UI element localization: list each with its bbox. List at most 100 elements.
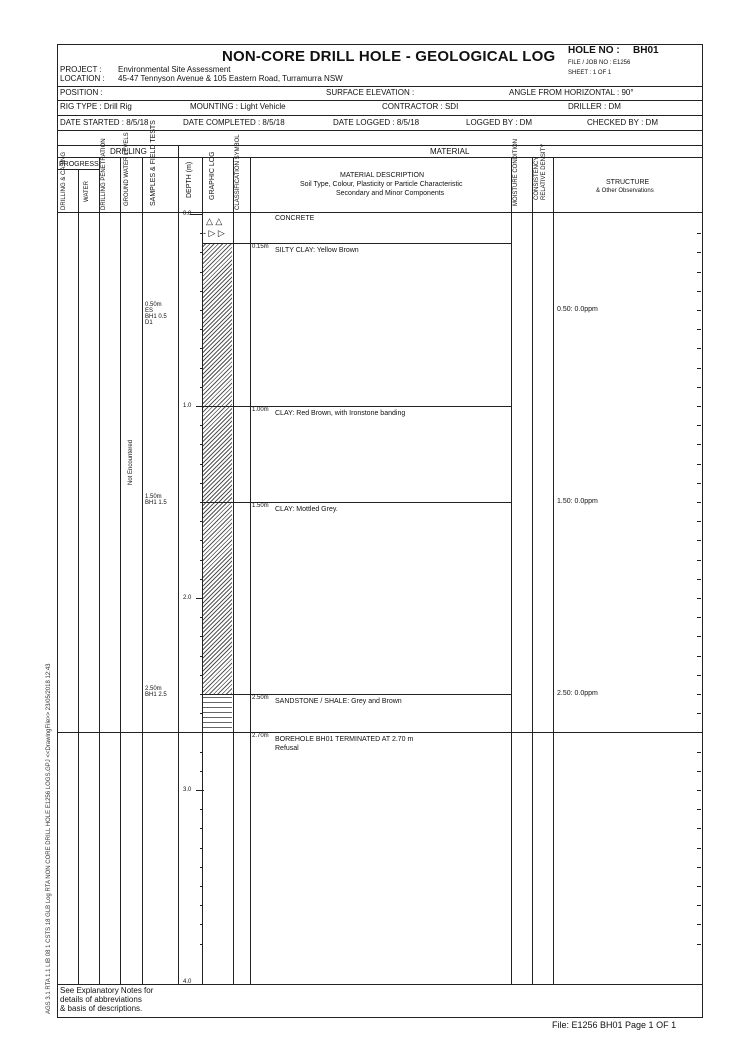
clay-graphic-hatch [203,242,232,694]
depth-minor-tick [200,751,203,753]
depth-major-tick [196,598,204,599]
structure-scale-tick [697,790,701,791]
structure-scale-tick [697,866,701,868]
depth-minor-tick [200,290,203,292]
depth-minor-tick [200,521,203,523]
structure-scale-tick [697,252,701,254]
material-description-heading: MATERIAL DESCRIPTION [340,172,425,179]
structure-scale-tick [697,233,701,235]
concrete-graphic: △ △- ▷ ▷ [203,216,225,238]
depth-minor-tick [200,502,203,503]
depth-minor-tick [200,425,203,427]
explanatory-notes-2: details of abbreviations [60,995,142,1004]
hole-label: HOLE NO : [568,45,620,56]
layer-boundary [202,694,511,695]
structure-scale-tick [697,598,701,599]
date-started-field: DATE STARTED : 8/5/18 [60,118,149,127]
side-file-path: AGS 3.1 RTA 1.1 LIB 08 1 CSTS 18 GLB Log… [46,663,52,1014]
logged-by-field: LOGGED BY : DM [466,118,533,127]
depth-major-tick [196,790,204,791]
structure-observation: 1.50: 0.0ppm [557,498,598,505]
log-sheet [57,44,703,1018]
structure-scale-tick [697,713,701,715]
sample-depth: 1.50m [145,494,162,500]
depth-minor-tick [200,386,203,388]
structure-scale-tick [697,636,701,638]
structure-scale-tick [697,482,701,484]
depth-minor-tick [200,943,203,945]
page-title: NON-CORE DRILL HOLE - GEOLOGICAL LOG [222,48,556,65]
layer-depth-label: 0.15m [252,243,269,250]
depth-minor-tick [200,905,203,907]
layer-depth-label: 1.50m [252,503,269,509]
layer-depth-label: 2.50m [252,695,269,701]
structure-heading: STRUCTURE [606,179,650,186]
depth-minor-tick [200,847,203,849]
checked-by-field: CHECKED BY : DM [587,118,658,127]
material-description-subheading-1: Soil Type, Colour, Plasticity or Particl… [300,181,463,188]
depth-label: 4.0 [183,979,192,985]
layer-depth-label: 1.00m [252,407,269,413]
layer-description: BOREHOLE BH01 TERMINATED AT 2.70 m [275,736,414,744]
sample-code: BH1 2.5 [145,692,167,698]
sample-depth: 2.50m [145,686,162,692]
depth-major-tick [190,214,202,215]
structure-scale-tick [697,674,701,676]
sample-code: D1 [145,320,153,326]
depth-label: 1.0 [183,403,192,409]
sample-depth: 0.50m [145,302,162,308]
layer-description: CLAY: Red Brown, with Ironstone banding [275,410,406,417]
structure-scale-tick [697,463,701,465]
depth-minor-tick [200,348,203,350]
depth-minor-tick [200,655,203,657]
date-completed-field: DATE COMPLETED : 8/5/18 [183,118,285,127]
structure-scale-tick [697,310,701,311]
progress-heading: PROGRESS [59,161,99,168]
angle-field: ANGLE FROM HORIZONTAL : 90° [509,88,634,97]
layer-boundary [57,732,702,734]
layer-depth-label: 2.70m [252,733,269,740]
depth-minor-tick [200,886,203,887]
depth-minor-tick [200,271,203,273]
hole-number: BH01 [633,45,659,56]
depth-major-tick [196,406,204,407]
structure-observation: 2.50: 0.0ppm [557,690,598,697]
depth-minor-tick [200,329,203,331]
structure-scale-tick [697,751,701,753]
layer-boundary [202,502,511,503]
depth-minor-tick [200,482,203,484]
file-job-number: FILE / JOB NO : E1256 [568,60,631,66]
structure-scale-tick [697,655,701,657]
depth-minor-tick [200,559,203,561]
depth-minor-tick [200,252,203,254]
structure-scale-tick [697,386,701,388]
depth-minor-tick [200,636,203,638]
depth-minor-tick [200,924,203,926]
depth-label: 2.0 [183,595,192,601]
depth-minor-tick [200,770,203,772]
sample-code: BH1 1.5 [145,500,167,506]
structure-scale-tick [697,847,701,849]
structure-scale-tick [697,617,701,619]
depth-minor-tick [200,463,203,465]
file-page-info: File: E1256 BH01 Page 1 OF 1 [552,1020,677,1030]
structure-scale-tick [697,329,701,331]
structure-scale-tick [697,559,701,561]
structure-scale-tick [697,943,701,945]
sheet-number: SHEET : 1 OF 1 [568,70,612,76]
structure-scale-tick [697,290,701,292]
structure-scale-tick [697,540,701,542]
depth-minor-tick [200,367,203,369]
structure-scale-tick [697,578,701,580]
location-label: LOCATION : [60,74,105,83]
mounting-field: MOUNTING : Light Vehicle [190,102,286,111]
groundwater-status: Not Encountered [128,439,134,485]
structure-subheading: & Other Observations [596,188,654,194]
depth-minor-tick [200,809,203,811]
driller-field: DRILLER : DM [568,102,621,111]
structure-scale-tick [697,521,701,523]
structure-scale-tick [697,828,701,830]
depth-minor-tick [200,713,203,715]
rig-type-field: RIG TYPE : Drill Rig [60,102,132,111]
depth-minor-tick [200,828,203,830]
